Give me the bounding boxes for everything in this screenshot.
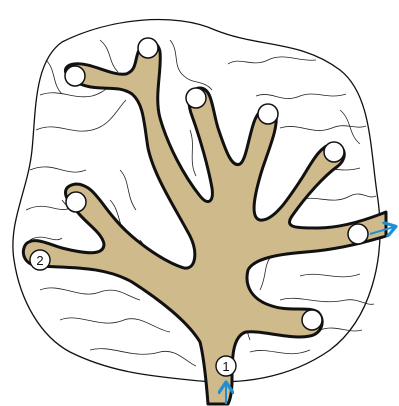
marker-2-label: 2 [36,253,43,268]
tip-opening [66,192,86,212]
marker-1-label: 1 [222,359,229,374]
marker-2: 2 [30,250,50,270]
tip-opening [324,142,344,162]
tip-opening [138,38,158,58]
tip-opening [302,310,322,330]
marker-1: 1 [216,356,236,376]
tip-opening [348,224,368,244]
tip-opening [186,88,206,108]
tip-opening [258,104,278,124]
tip-opening [65,66,85,86]
